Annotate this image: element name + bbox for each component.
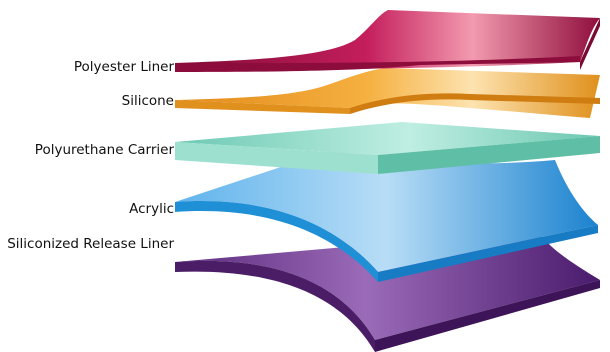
polyurethane-carrier-layer <box>175 122 600 174</box>
label-acrylic: Acrylic <box>129 201 174 217</box>
label-polyester-liner: Polyester Liner <box>73 59 174 75</box>
acrylic-layer <box>175 150 598 282</box>
label-silicone: Silicone <box>121 93 174 109</box>
silicone-layer <box>175 68 600 118</box>
release-liner-layer <box>175 230 600 352</box>
label-siliconized-release-liner: Siliconized Release Liner <box>7 236 174 252</box>
polyester-liner-layer <box>175 10 600 72</box>
label-polyurethane-carrier: Polyurethane Carrier <box>34 142 174 158</box>
